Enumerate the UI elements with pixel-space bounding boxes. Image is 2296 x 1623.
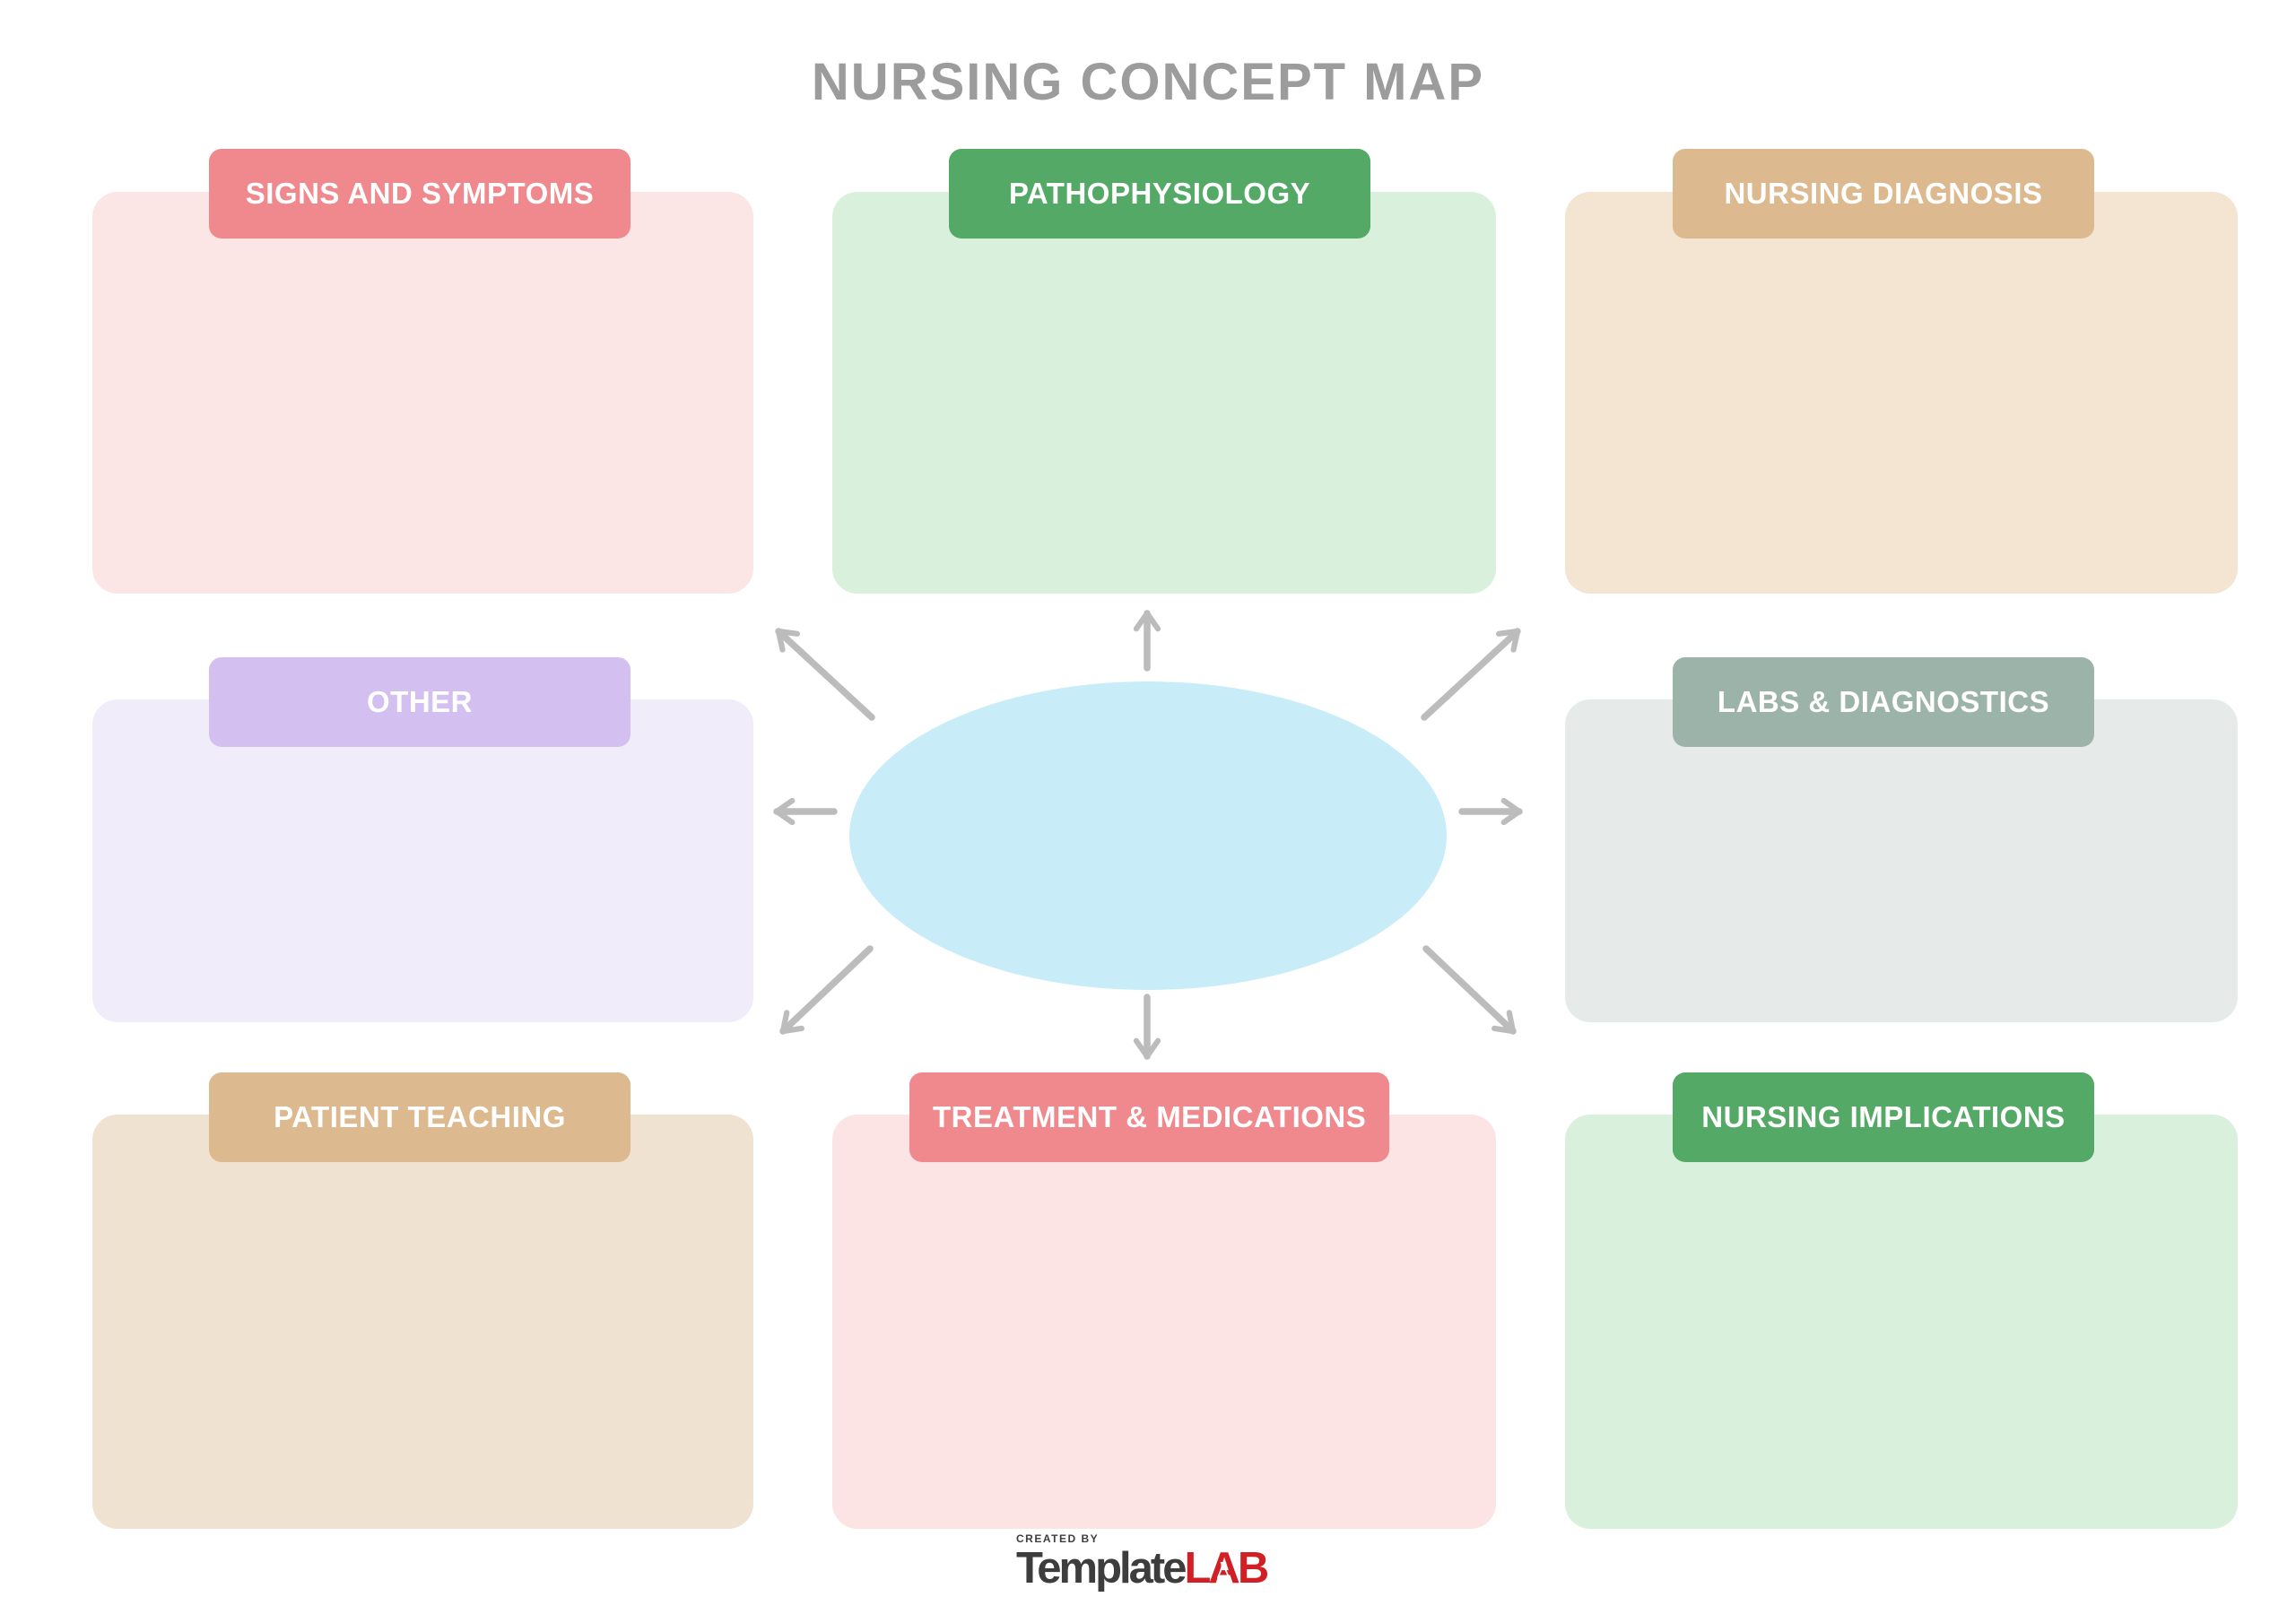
page-title: NURSING CONCEPT MAP: [811, 53, 1485, 111]
box-header-patient-teaching: PATIENT TEACHING: [209, 1072, 631, 1162]
center-topic-ellipse: [849, 681, 1447, 990]
box-header-nursing-implications: NURSING IMPLICATIONS: [1673, 1072, 2094, 1162]
box-body-nursing-implications: [1565, 1115, 2238, 1529]
templatelab-logo: CREATED BY TemplateLA B: [1016, 1532, 1269, 1593]
box-header-treatment-medications: TREATMENT & MEDICATIONS: [909, 1072, 1390, 1162]
box-body-treatment-medications: [832, 1115, 1496, 1529]
brand-wordmark: TemplateLA B: [1016, 1544, 1269, 1593]
arrow-down-left: [779, 945, 874, 1035]
box-body-pathophysiology: [832, 192, 1496, 594]
box-body-labs-and-diagnostics: [1565, 699, 2238, 1022]
arrow-up-left: [775, 628, 875, 721]
arrow-up-right: [1421, 628, 1521, 721]
box-body-signs-and-symptoms: [92, 192, 753, 594]
box-header-other: OTHER: [209, 657, 631, 747]
flask-icon: [1217, 1562, 1231, 1581]
box-body-nursing-diagnosis: [1565, 192, 2238, 594]
brand-template-text: Template: [1016, 1544, 1187, 1593]
box-header-signs-and-symptoms: SIGNS AND SYMPTOMS: [209, 149, 631, 239]
brand-lab-text: LA B: [1184, 1544, 1269, 1593]
box-header-pathophysiology: PATHOPHYSIOLOGY: [949, 149, 1370, 239]
box-body-patient-teaching: [92, 1115, 753, 1529]
box-body-other: [92, 699, 753, 1022]
box-header-nursing-diagnosis: NURSING DIAGNOSIS: [1673, 149, 2094, 239]
arrow-down-right: [1422, 945, 1517, 1035]
created-by-text: CREATED BY: [1016, 1532, 1100, 1545]
box-header-labs-and-diagnostics: LABS & DIAGNOSTICS: [1673, 657, 2094, 747]
